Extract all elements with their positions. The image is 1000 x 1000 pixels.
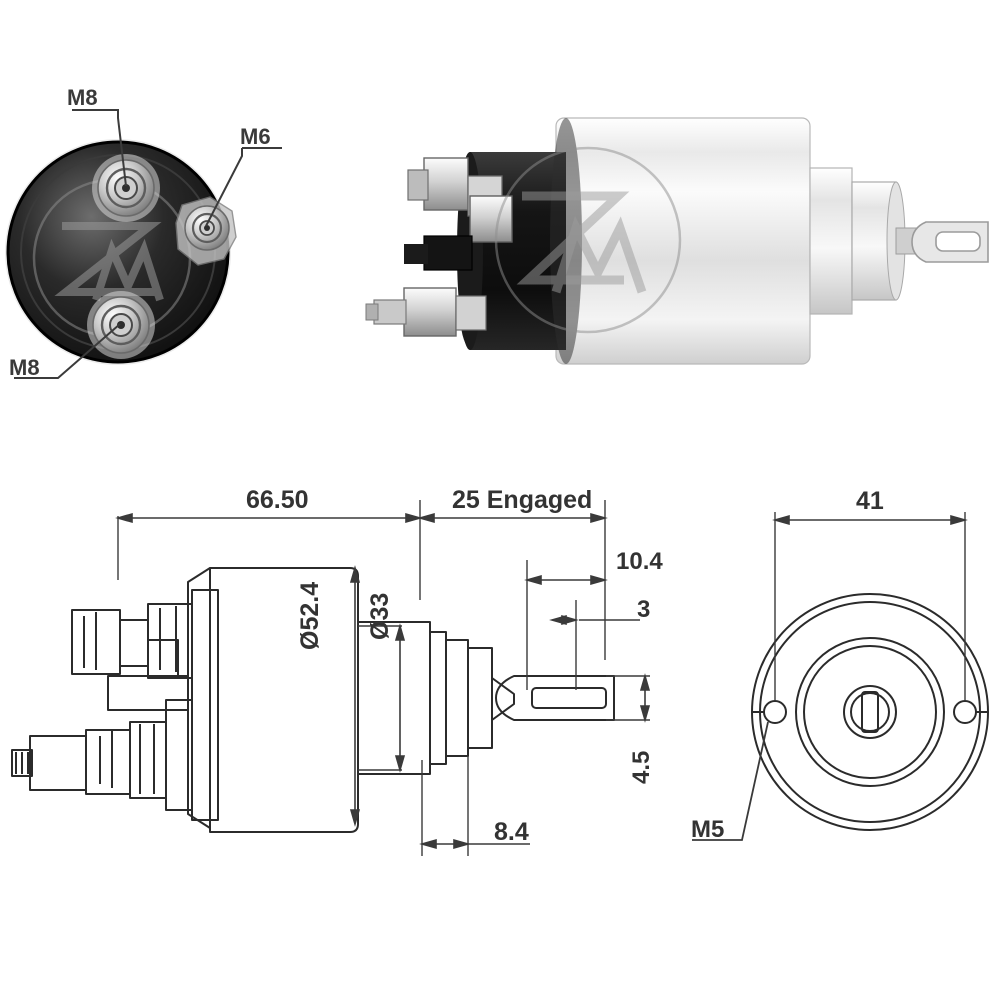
side-section-dimension-lines — [115, 500, 651, 856]
dimension-label-eyelet-width: 4.5 — [628, 750, 655, 784]
dimension-label-nose-diameter: Ø33 — [366, 592, 394, 640]
callout-label-m8-bottom: M8 — [9, 355, 40, 380]
solenoid-side-section-drawing — [11, 567, 615, 833]
dimension-label-plunger-offset: 10.4 — [616, 548, 663, 575]
solenoid-front-view-drawing — [751, 593, 989, 831]
dimension-label-stroke-engaged: 25 Engaged — [452, 486, 593, 514]
dimension-label-mounting-span: 41 — [856, 487, 884, 515]
dimension-label-body-diameter: Ø52.4 — [296, 581, 324, 650]
solenoid-end-view-photo — [5, 109, 282, 379]
callout-label-m8-top: M8 — [67, 85, 98, 110]
dimension-label-length-body: 66.50 — [246, 486, 309, 514]
callout-label-mount-thread: M5 — [691, 816, 725, 843]
side-terminals — [365, 157, 513, 337]
terminal-m8-bottom — [87, 291, 155, 359]
watermark-zm-side — [494, 146, 682, 334]
callout-label-m6-right: M6 — [240, 124, 271, 149]
end-view-callout-leaders — [14, 109, 282, 379]
dimension-label-flange-thickness: 8.4 — [494, 818, 529, 846]
solenoid-side-view-photo — [365, 117, 989, 365]
front-view-dimension-lines — [772, 512, 968, 700]
terminal-m6-right — [175, 196, 237, 266]
dimension-label-plunger-tip: 3 — [637, 596, 651, 623]
terminal-m8-top — [92, 154, 160, 222]
front-view-callout-leader — [692, 721, 769, 841]
